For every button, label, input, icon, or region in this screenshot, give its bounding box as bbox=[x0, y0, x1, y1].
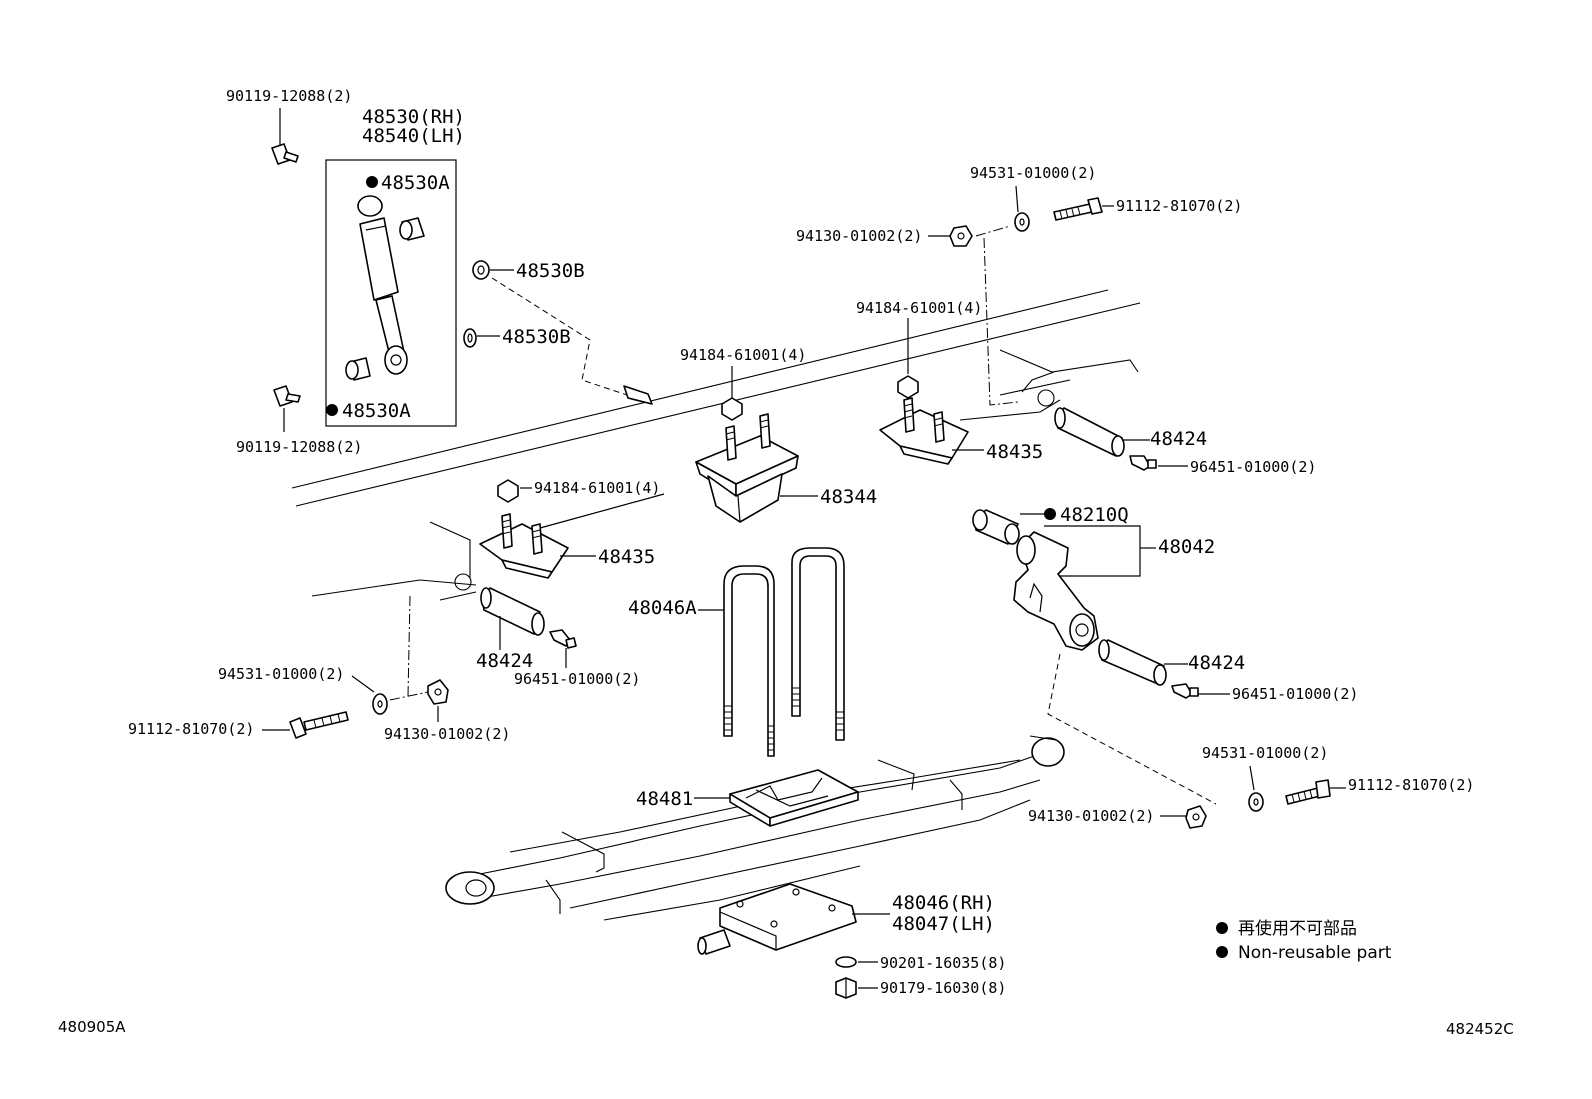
bolt-91112-left bbox=[262, 711, 349, 739]
shock-box bbox=[325, 159, 457, 427]
dashed-line-shackle bbox=[1047, 653, 1217, 805]
bracket-leader-48042 bbox=[1044, 525, 1141, 577]
label-94130-right: 94130-01002(2) bbox=[1028, 807, 1154, 825]
label-48344: 48344 bbox=[820, 486, 877, 508]
nut-94130-left bbox=[427, 679, 449, 722]
washer-48530b-1 bbox=[472, 260, 514, 280]
bolt-90119-bottom bbox=[273, 385, 301, 432]
shackle-48042 bbox=[1013, 531, 1099, 651]
grease-fitting-96451-right bbox=[1171, 683, 1230, 699]
label-94184-left: 94184-61001(4) bbox=[534, 479, 660, 497]
leader-48435-frame bbox=[539, 493, 665, 529]
label-96451-left: 96451-01000(2) bbox=[514, 670, 640, 688]
label-48047-lh: 48047(LH) bbox=[892, 913, 995, 935]
diagram-code-left: 480905A bbox=[58, 1018, 126, 1036]
bumper-48344 bbox=[695, 413, 818, 523]
legend: 再使用不可部品 Non-reusable part bbox=[1216, 918, 1392, 963]
bracket-48435-left bbox=[479, 513, 596, 579]
frame-rails bbox=[291, 289, 1141, 601]
label-48046a: 48046A bbox=[628, 597, 697, 619]
shock-absorber-group: 48530A 48530A bbox=[325, 159, 457, 427]
nut-94130-top bbox=[928, 225, 973, 247]
label-96451-top: 96451-01000(2) bbox=[1190, 458, 1316, 476]
label-48046-rh: 48046(RH) bbox=[892, 892, 995, 914]
spring-plate-48046 bbox=[697, 883, 890, 955]
u-bolt-48046a-1 bbox=[723, 565, 775, 757]
pin-48424-left bbox=[480, 587, 545, 636]
nut-94184-right bbox=[897, 375, 919, 399]
shock-absorber bbox=[357, 195, 408, 375]
legend-dot bbox=[1216, 922, 1228, 934]
washer-48530b-2 bbox=[463, 328, 500, 348]
bushing-upper bbox=[399, 217, 425, 241]
legend-english: Non-reusable part bbox=[1238, 943, 1392, 963]
washer-90201 bbox=[835, 956, 878, 968]
label-48530a-top: 48530A bbox=[381, 172, 450, 194]
label-91112-left: 91112-81070(2) bbox=[128, 720, 254, 738]
label-48435-right: 48435 bbox=[986, 441, 1043, 463]
label-48530b-1: 48530B bbox=[516, 260, 585, 282]
non-reusable-dot bbox=[326, 404, 338, 416]
label-94531-left: 94531-01000(2) bbox=[218, 665, 344, 683]
label-48530a-bottom: 48530A bbox=[342, 400, 411, 422]
label-48424-top: 48424 bbox=[1150, 428, 1207, 450]
pin-48424-top bbox=[1054, 407, 1150, 457]
bushing-48210q bbox=[972, 509, 1020, 545]
bolt-90119-top bbox=[271, 108, 299, 165]
label-48042: 48042 bbox=[1158, 536, 1215, 558]
bracket-48435-right bbox=[879, 397, 984, 465]
dashed-axis-top-down bbox=[983, 237, 1019, 406]
nut-94184-left bbox=[497, 479, 532, 503]
shock-mount-stud bbox=[623, 385, 653, 405]
label-90119-bottom: 90119-12088(2) bbox=[236, 438, 362, 456]
label-90201: 90201-16035(8) bbox=[880, 954, 1006, 972]
dashed-axis-left-hw bbox=[389, 691, 429, 701]
bushing-lower bbox=[345, 357, 371, 381]
label-48424-left: 48424 bbox=[476, 650, 533, 672]
label-94130-left: 94130-01002(2) bbox=[384, 725, 510, 743]
dashed-line-48530b bbox=[491, 277, 637, 399]
label-48530b-2: 48530B bbox=[502, 326, 571, 348]
label-91112-right: 91112-81070(2) bbox=[1348, 776, 1474, 794]
nut-94130-right bbox=[1160, 805, 1207, 829]
grease-fitting-96451-top bbox=[1129, 455, 1188, 471]
nut-94184-mid bbox=[721, 397, 743, 421]
legend-dot bbox=[1216, 946, 1228, 958]
non-reusable-dot bbox=[1044, 508, 1056, 520]
label-94531-top: 94531-01000(2) bbox=[970, 164, 1096, 182]
washer-94531-right bbox=[1248, 765, 1264, 812]
label-94130-top: 94130-01002(2) bbox=[796, 227, 922, 245]
spring-seat-48481 bbox=[694, 769, 859, 827]
diagram-code-right: 482452C bbox=[1446, 1020, 1514, 1038]
pin-48424-right bbox=[1098, 639, 1188, 686]
label-48540-lh: 48540(LH) bbox=[362, 125, 465, 147]
label-94184-mid: 94184-61001(4) bbox=[680, 346, 806, 364]
u-bolt-48046a-2 bbox=[791, 547, 845, 741]
nut-90179 bbox=[835, 977, 878, 999]
legend-japanese: 再使用不可部品 bbox=[1238, 918, 1357, 939]
dashed-axis-left bbox=[407, 595, 411, 697]
label-48210q: 48210Q bbox=[1060, 504, 1129, 526]
label-90179: 90179-16030(8) bbox=[880, 979, 1006, 997]
bolt-91112-top bbox=[1053, 197, 1114, 221]
label-96451-right: 96451-01000(2) bbox=[1232, 685, 1358, 703]
washer-94531-top bbox=[1014, 185, 1030, 232]
label-91112-top: 91112-81070(2) bbox=[1116, 197, 1242, 215]
label-48435-left: 48435 bbox=[598, 546, 655, 568]
label-48530-rh: 48530(RH) bbox=[362, 106, 465, 128]
washer-94531-left bbox=[351, 675, 388, 715]
label-90119-top: 90119-12088(2) bbox=[226, 87, 352, 105]
dashed-axis-top bbox=[975, 225, 1011, 237]
label-94531-right: 94531-01000(2) bbox=[1202, 744, 1328, 762]
label-94184-right: 94184-61001(4) bbox=[856, 299, 982, 317]
label-48481: 48481 bbox=[636, 788, 693, 810]
bolt-91112-right bbox=[1285, 779, 1346, 805]
non-reusable-dot bbox=[366, 176, 378, 188]
grease-fitting-96451-left bbox=[549, 629, 577, 668]
label-48424-right: 48424 bbox=[1188, 652, 1245, 674]
